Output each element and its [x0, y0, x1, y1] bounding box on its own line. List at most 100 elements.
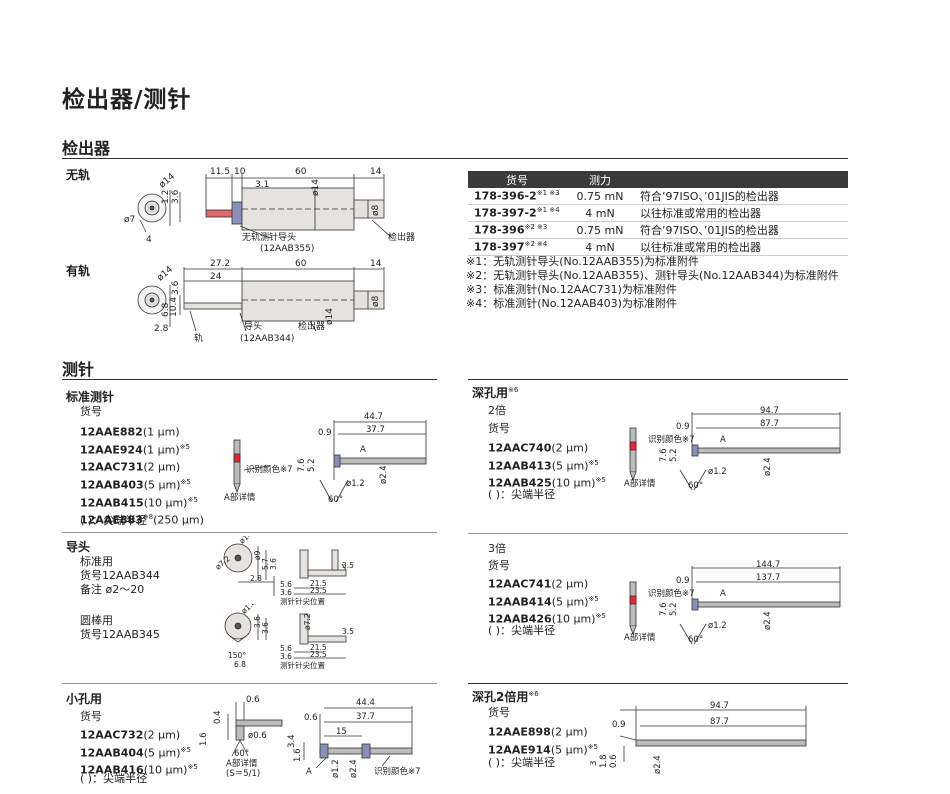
no-rail-callout-1: 无轨测针导头 — [242, 231, 296, 243]
table-row: 178-396-2※1 ※3 0.75 mN 符合’97ISO、’01JIS的检… — [468, 188, 848, 205]
with-rail-dim-3: 60 — [295, 259, 307, 269]
guide2-dim-2: ø7.2 — [303, 613, 312, 630]
sh-dim-12: A — [306, 767, 312, 777]
d2-dim-4: 7.6 — [659, 448, 669, 462]
guide-title: 导头 — [66, 540, 91, 554]
detector-heading: 检出器 — [62, 139, 111, 158]
item-mark: ※5 — [587, 742, 598, 751]
row-code: 178-397 — [474, 240, 525, 254]
guide-dim-3: ø9 — [253, 550, 262, 560]
d2-dim-8: ø2.4 — [763, 457, 773, 476]
guide2-dim-11: 3.5 — [342, 627, 354, 636]
small-hole-drawing: 0.6 0.4 1.6 60° ø0.6 44.4 0.6 37.7 15 3.… — [199, 695, 421, 779]
with-rail-detector-drawing: 27.2 24 60 14 ø14 3.6 6.8 10.4 2.8 ø8 ø1… — [137, 259, 385, 344]
guide-bar-drawing: ø1.4 ø7.2 3.6 3.6 150° 6.8 5.6 3.6 21.5 … — [224, 604, 354, 670]
list-item: 12AAB415(10 μm)※5 — [80, 493, 204, 511]
no-rail-callout-2: (12AAB355) — [260, 244, 314, 254]
d3-callout-1: 识别颜色※7 — [648, 588, 695, 599]
d2-dim-3: 87.7 — [760, 419, 779, 429]
item-spec: (250 μm) — [153, 513, 204, 527]
row-desc: 以往标准或常用的检出器 — [634, 204, 848, 222]
deep-2x-drawing: 94.7 0.9 87.7 7.6 5.2 A ø1.2 ø2.4 60° 识别… — [624, 406, 841, 491]
dg-dim-5: 1.8 — [599, 754, 609, 768]
no-rail-dim-5: 3.1 — [255, 180, 269, 190]
row-force: 0.75 mN — [566, 221, 634, 239]
row-force: 4 mN — [566, 204, 634, 222]
list-item: 12AAE898(2 μm) — [488, 722, 598, 740]
no-rail-dim-9: ø7 — [124, 215, 135, 225]
item-code: 12AAB404 — [80, 746, 144, 760]
std-dim-2: 0.9 — [318, 428, 332, 438]
guide2-dim-6: 6.8 — [234, 660, 246, 669]
list-item: 12AAB426(10 μm)※5 — [488, 609, 606, 627]
divider-deep-2x — [468, 533, 848, 534]
row-code: 178-396 — [474, 223, 525, 237]
row-force: 0.75 mN — [566, 188, 634, 205]
guide2-dim-7: 5.6 — [280, 644, 292, 653]
standard-code-label: 货号 — [80, 405, 102, 418]
list-item: 12AAC740(2 μm) — [488, 438, 606, 456]
d3-dim-4: 7.6 — [659, 602, 669, 616]
d2-dim-6: A — [720, 435, 726, 445]
sh-dim-14: ø2.4 — [349, 759, 359, 778]
sh-dim-3: 1.6 — [199, 732, 209, 746]
item-mark: ※8 — [142, 513, 154, 522]
d3-dim-1: 144.7 — [756, 560, 780, 570]
row-mark: ※1 ※4 — [536, 206, 560, 215]
list-item: 12AAB425(10 μm)※5 — [488, 473, 606, 491]
deep-3x-drawing: 144.7 0.9 137.7 7.6 5.2 A ø1.2 ø2.4 60° … — [624, 560, 841, 645]
deep-groove-title-text: 深孔2倍用 — [472, 690, 529, 704]
stylus-heading: 测针 — [62, 360, 95, 379]
dg-dim-6: 0.6 — [609, 754, 619, 768]
item-spec: (2 μm) — [143, 460, 181, 474]
item-spec: (10 μm) — [143, 763, 188, 777]
item-spec: (2 μm) — [550, 725, 588, 739]
table-header-desc — [634, 171, 848, 188]
small-hole-title: 小孔用 — [66, 692, 103, 706]
guide-dim-10: 23.5 — [310, 586, 327, 595]
deep-2x-label: 2倍 — [488, 404, 506, 417]
deep-groove-title: 深孔2倍用※6 — [472, 688, 539, 705]
item-mark: ※5 — [588, 458, 599, 467]
deep-2x-code-label: 货号 — [488, 422, 510, 435]
no-rail-dim-3: 60 — [295, 167, 307, 177]
std-dim-8: ø2.4 — [379, 465, 389, 484]
no-rail-dim-6: ø14 — [311, 179, 321, 196]
std-dim-6: A — [360, 445, 366, 455]
standard-stylus-title: 标准测针 — [66, 390, 115, 404]
with-rail-dim-5: ø14 — [156, 265, 176, 284]
dg-dim-7: ø2.4 — [653, 755, 663, 774]
guide-dim-6: 2.8 — [250, 574, 262, 583]
divider-deep-3x — [468, 683, 848, 684]
item-code: 12AAB426 — [488, 612, 552, 626]
small-hole-note: ( )：尖端半径 — [80, 772, 148, 785]
d3-dim-6: A — [720, 589, 726, 599]
with-rail-callout-3: (12AAB344) — [240, 334, 294, 344]
stylus-rule-left — [62, 379, 437, 380]
row-desc: 符合’97ISO、’01JIS的检出器 — [634, 221, 848, 239]
std-dim-1: 44.7 — [364, 412, 383, 422]
row-code: 178-397-2 — [474, 206, 537, 220]
deep-groove-drawing: 94.7 0.9 87.7 3 1.8 0.6 ø2.4 — [590, 701, 807, 774]
std-dim-5: 5.2 — [307, 458, 317, 472]
item-spec: (5 μm) — [551, 595, 589, 609]
no-rail-dim-7: 1.2 — [161, 190, 171, 204]
deep-hole-title-mark: ※6 — [508, 386, 519, 394]
sh-callout-1: A部详情 — [226, 758, 258, 769]
guide-dim-5: 3.6 — [269, 558, 278, 570]
item-code: 12AAE882 — [80, 425, 143, 439]
list-item: 12AAB404(5 μm)※5 — [80, 743, 198, 761]
deep-groove-code-list: 12AAE898(2 μm) 12AAE914(5 μm)※5 — [488, 722, 598, 757]
sh-callout-2: (S＝5/1) — [226, 769, 260, 779]
guide2-dim-8: 3.6 — [280, 652, 292, 661]
stylus-rule-right — [468, 379, 848, 380]
no-rail-dim-12: ø14 — [158, 172, 178, 191]
deep-groove-note: ( )：尖端半径 — [488, 756, 556, 769]
dg-dim-4: 3 — [590, 761, 599, 766]
with-rail-dim-8: 10.4 — [169, 297, 179, 317]
note-1: ※1：无轨测针导头(No.12AAB355)为标准附件 — [466, 255, 699, 268]
item-code: 12AAC741 — [488, 577, 552, 591]
item-mark: ※5 — [595, 612, 606, 621]
guide-dim-8: 3.6 — [280, 588, 292, 597]
sh-dim-13: ø1.2 — [331, 759, 341, 778]
